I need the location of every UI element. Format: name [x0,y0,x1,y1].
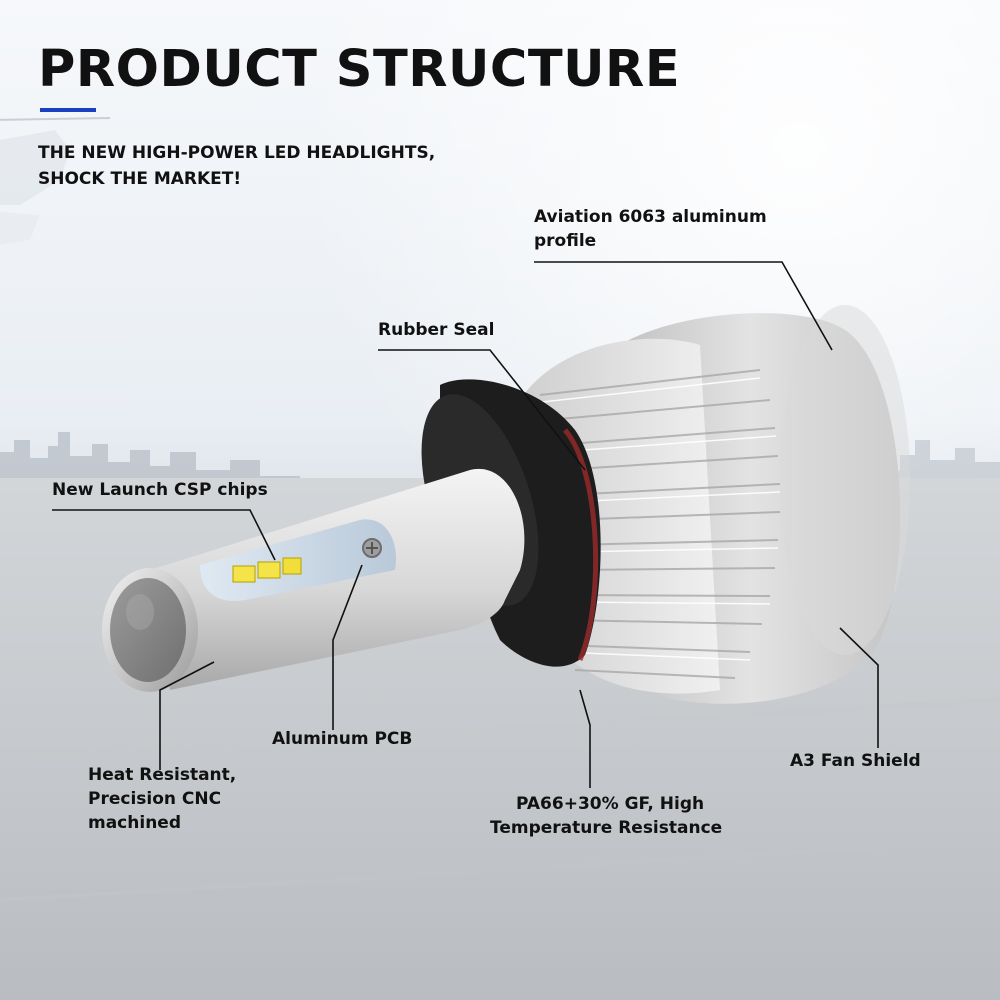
leader-lines [52,261,879,788]
label-heat-line-1: Heat Resistant, [88,765,237,785]
subtitle-line-1: THE NEW HIGH-POWER LED HEADLIGHTS, [38,143,436,163]
label-pa66-line-2: Temperature Resistance [490,818,723,838]
label-heat-line-2: Precision CNC [88,789,222,809]
leader-pa66 [579,689,591,788]
leader-heat [159,661,215,770]
leader-rubber-seal [378,349,586,471]
title-accent-bar [40,108,96,112]
label-csp-chips: New Launch CSP chips [52,480,268,500]
label-aviation-line-1: Aviation 6063 aluminum [534,207,767,227]
label-pa66-line-1: PA66+30% GF, High [516,794,705,814]
leader-pcb [332,564,363,730]
led-bulb-illustration [102,305,910,704]
label-pa66: PA66+30% GF, High Temperature Resistance [490,792,722,840]
leader-csp [52,509,276,561]
helicopter-silhouette [0,117,111,245]
subtitle-line-2: SHOCK THE MARKET! [38,169,242,189]
label-aluminum-pcb: Aluminum PCB [272,729,413,749]
end-cap-face [110,578,186,682]
label-aviation-profile: Aviation 6063 aluminum profile [534,205,767,253]
csp-chips [232,557,302,583]
page-title: PRODUCT STRUCTURE [38,40,681,99]
subtitle: THE NEW HIGH-POWER LED HEADLIGHTS, SHOCK… [38,140,435,192]
label-heat-line-3: machined [88,813,181,833]
label-fan-shield: A3 Fan Shield [790,751,921,771]
label-heat-resistant: Heat Resistant, Precision CNC machined [88,763,236,835]
leader-fan-shield [839,627,879,748]
leader-aviation [534,261,833,351]
rubber-seal-ring [563,428,599,661]
label-aviation-line-2: profile [534,231,597,251]
label-rubber-seal: Rubber Seal [378,320,495,340]
